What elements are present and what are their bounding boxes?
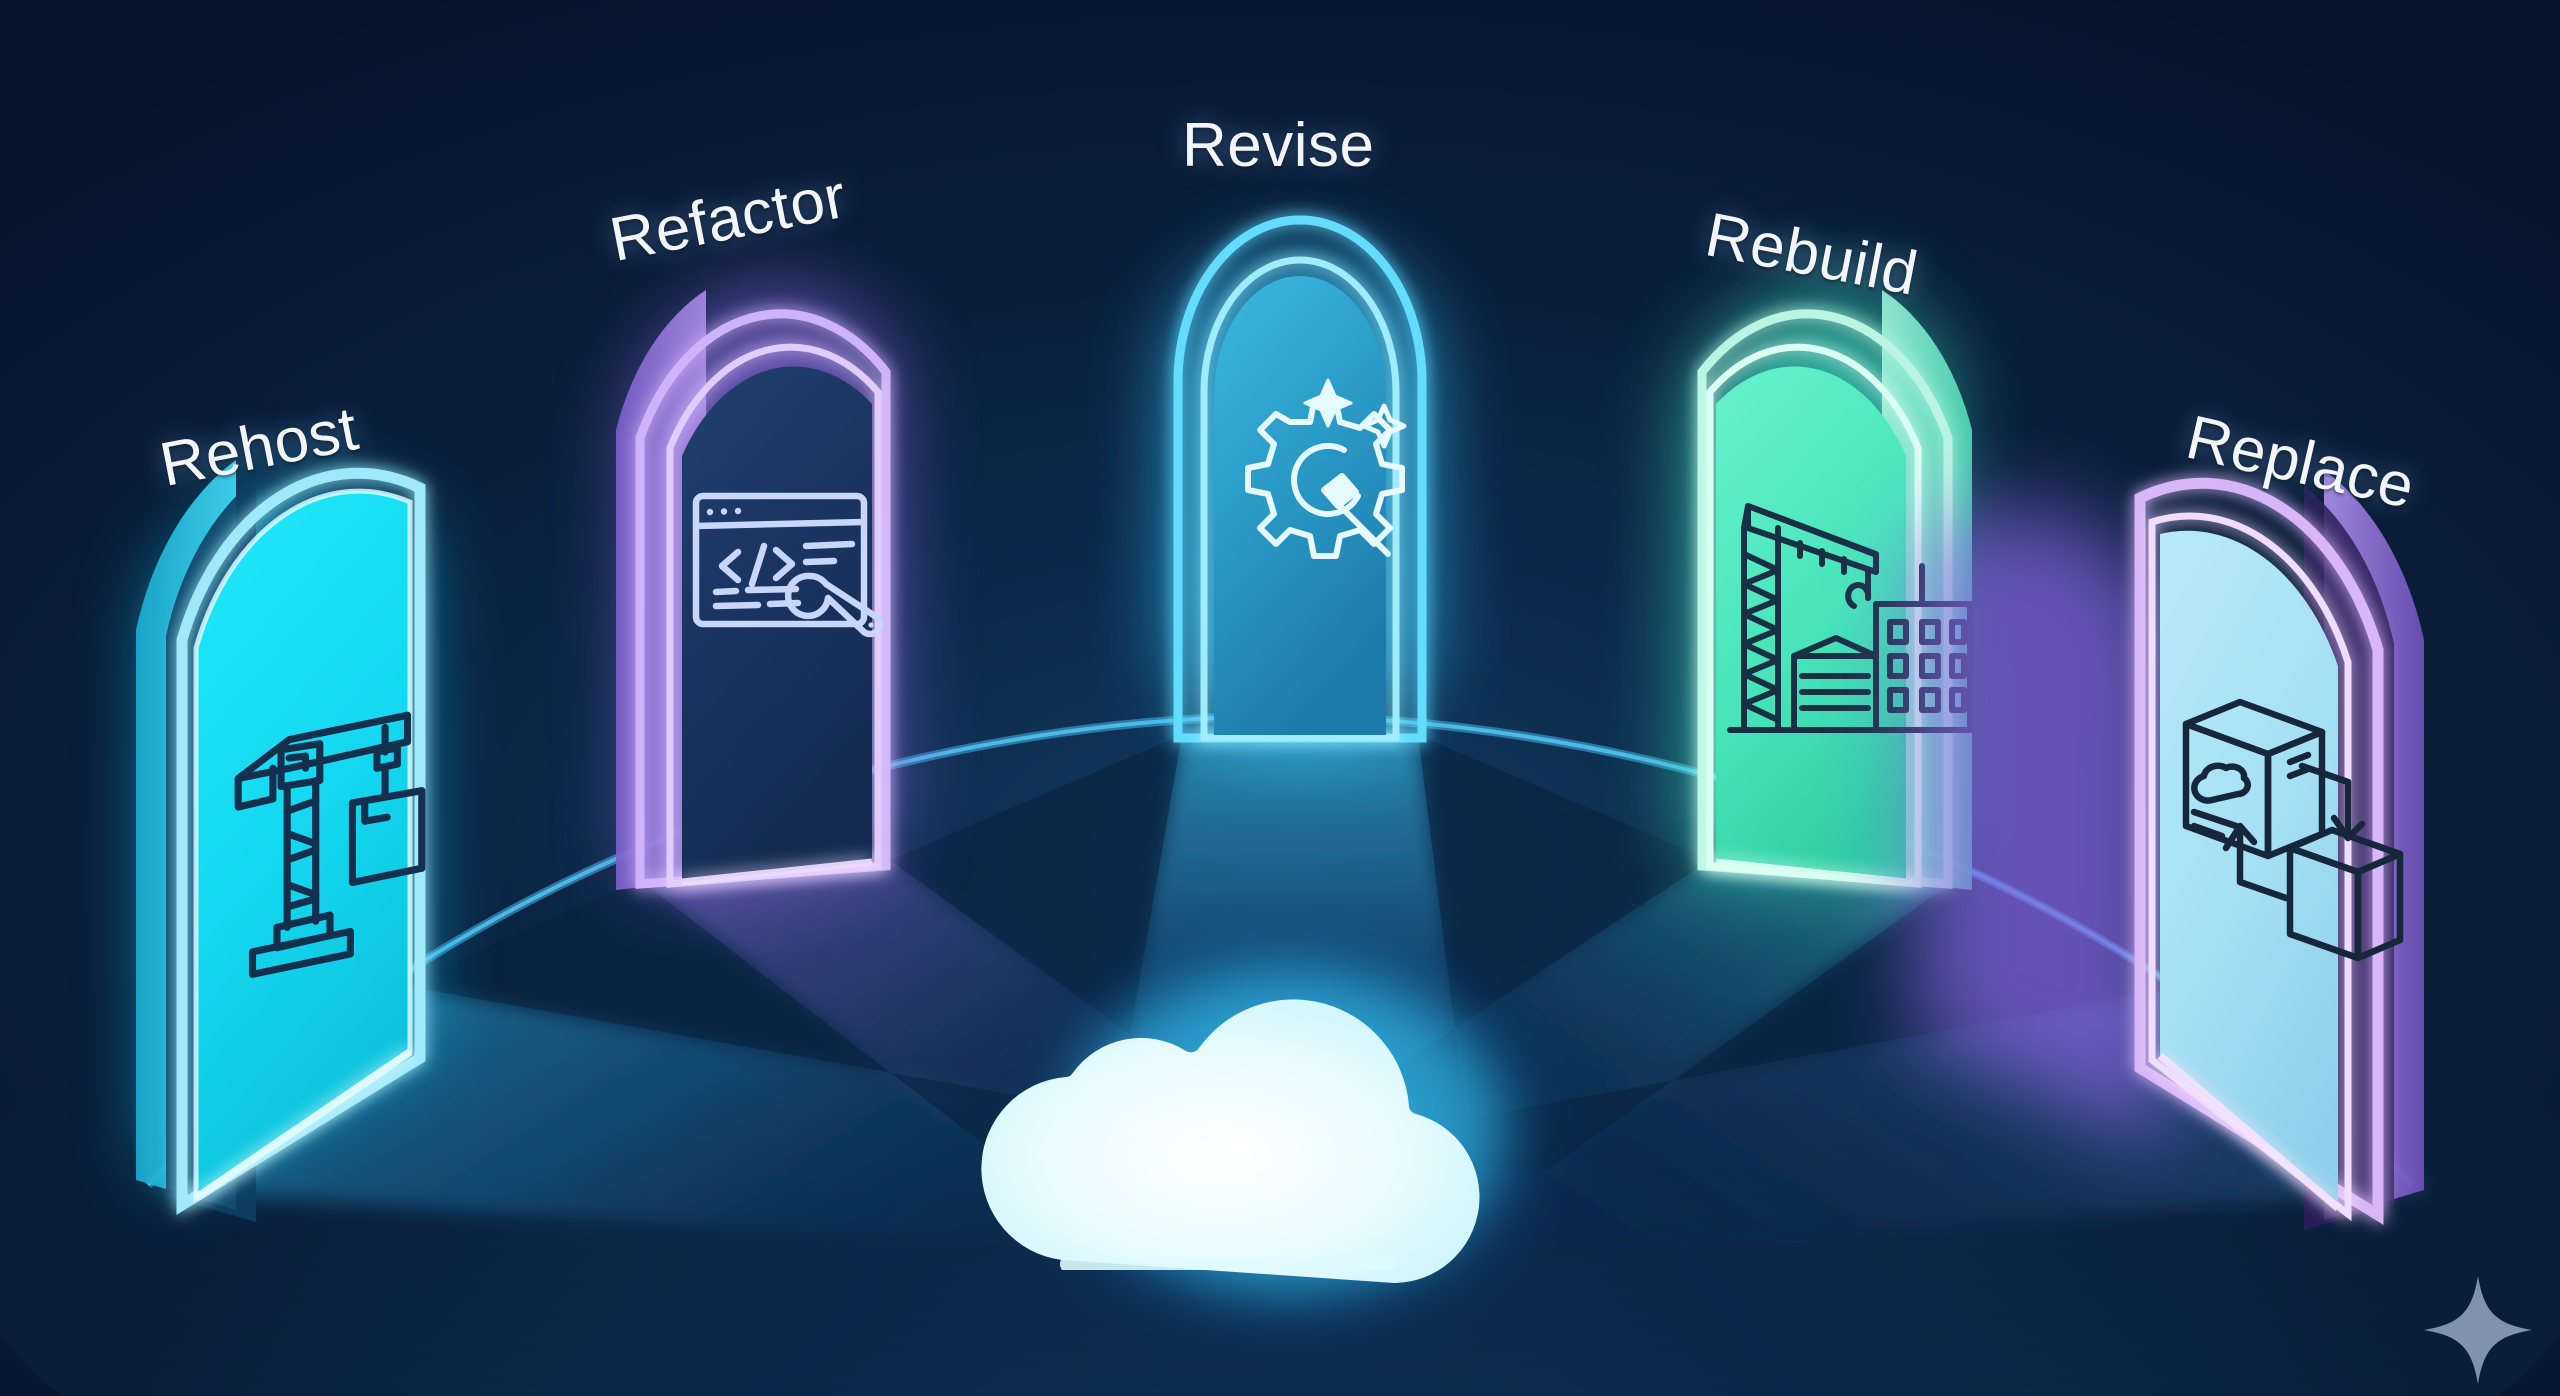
door-replace-face <box>2160 530 2338 1208</box>
door-revise-frame-inner <box>1200 256 1400 742</box>
door-refactor[interactable] <box>616 290 891 890</box>
tower-crane-icon <box>234 711 426 978</box>
door-rebuild[interactable] <box>1690 290 1973 890</box>
sparkle-star-icon <box>2424 1276 2532 1384</box>
door-rehost[interactable] <box>136 460 426 1222</box>
door-rehost-face <box>196 491 410 1198</box>
door-refactor-base-light <box>681 858 873 886</box>
swap-boxes-arrows-icon <box>2182 698 2404 962</box>
door-rebuild-base-light <box>1715 858 1907 886</box>
door-rebuild-face <box>1716 366 1906 883</box>
door-rebuild-frame-inner <box>1706 343 1922 888</box>
gear-magic-wand-sparkle-icon <box>1245 378 1407 559</box>
cloud-base <box>1060 1258 1396 1270</box>
center-cloud[interactable] <box>958 885 1618 1385</box>
door-rehost-frame <box>176 467 426 1215</box>
door-replace-frame-inner <box>2148 512 2352 1222</box>
door-revise-frame-outer <box>1173 215 1427 743</box>
door-replace-frame-outer <box>2134 477 2384 1225</box>
door-replace[interactable] <box>1916 470 2424 1230</box>
door-replace-base-light <box>2157 1052 2341 1212</box>
door-refactor-frame-outer <box>635 309 891 889</box>
door-revise-face <box>1214 276 1386 735</box>
code-window-wrench-icon <box>692 492 884 638</box>
door-rehost-base-light <box>193 1048 413 1202</box>
door-rehost-inner-rim <box>193 488 413 1203</box>
door-refactor-frame-inner <box>666 343 882 888</box>
door-rebuild-frame-outer <box>1697 309 1953 889</box>
cloud-icon <box>981 999 1480 1283</box>
door-revise[interactable] <box>1173 215 1427 745</box>
